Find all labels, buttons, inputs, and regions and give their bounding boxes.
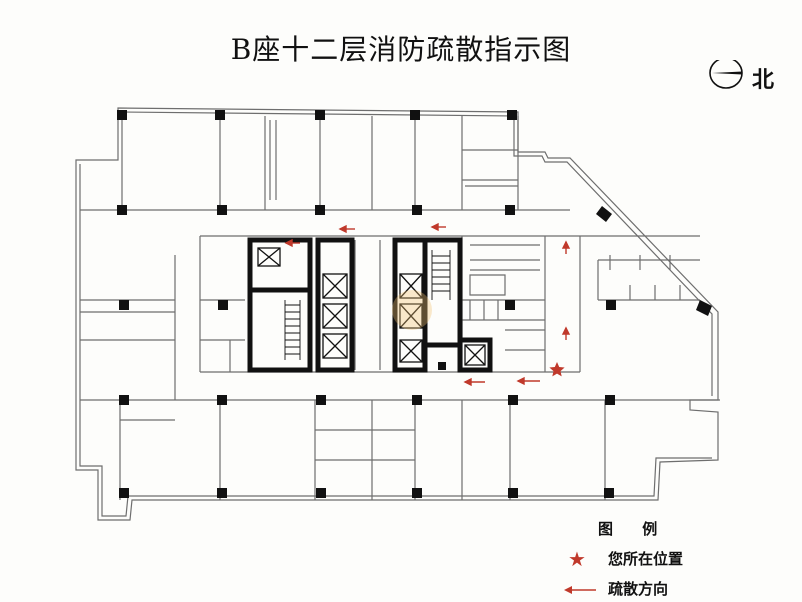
legend-label: 疏散方向 bbox=[608, 580, 669, 598]
stairs bbox=[284, 250, 451, 360]
compass-arrow-icon bbox=[709, 60, 743, 89]
elevators bbox=[257, 247, 486, 366]
you-are-here-star bbox=[549, 362, 565, 377]
north-label: 北 bbox=[752, 68, 775, 93]
legend-item-location: ★ 您所在位置 bbox=[560, 548, 800, 572]
core-walls bbox=[247, 237, 493, 373]
legend-item-direction: 疏散方向 bbox=[560, 578, 800, 602]
evacuation-arrows bbox=[284, 222, 571, 387]
watermark-logo bbox=[392, 290, 432, 330]
star-icon: ★ bbox=[568, 547, 586, 571]
legend-heading: 图 例 bbox=[598, 520, 670, 538]
columns bbox=[117, 110, 712, 498]
page-title: B座十二层消防疏散指示图 bbox=[230, 33, 572, 66]
arrow-icon bbox=[564, 586, 596, 594]
legend-label: 您所在位置 bbox=[608, 550, 684, 568]
